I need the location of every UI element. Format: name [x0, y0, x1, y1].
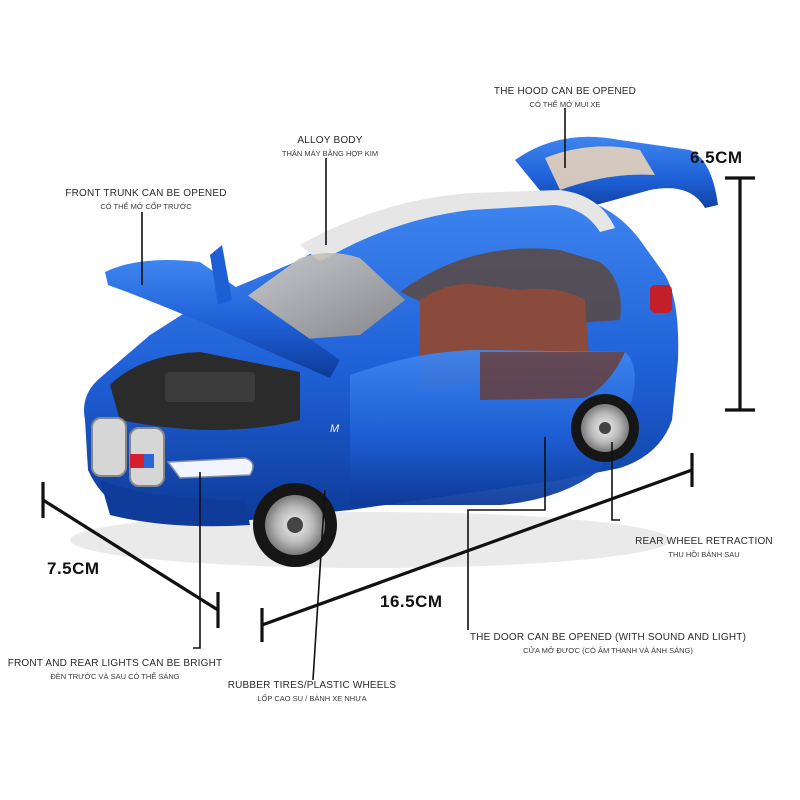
lights-callout-title: FRONT AND REAR LIGHTS CAN BE BRIGHT — [7, 658, 223, 669]
front-trunk-callout: FRONT TRUNK CAN BE OPENED CÓ THỂ MỞ CỐP … — [46, 188, 246, 211]
hood-callout-subtitle: CÓ THỂ MỞ MUI XE — [529, 99, 601, 109]
front-hood-open — [105, 259, 340, 378]
front-trunk-callout-title: FRONT TRUNK CAN BE OPENED — [65, 188, 227, 199]
rear-wheel — [571, 394, 639, 462]
front-wheel — [253, 483, 337, 567]
kidney-grille — [91, 417, 165, 487]
rear-wheel-callout-title: REAR WHEEL RETRACTION — [635, 536, 773, 547]
door-callout: THE DOOR CAN BE OPENED (WITH SOUND AND L… — [452, 632, 764, 655]
lights-callout-subtitle: ĐÈN TRƯỚC VÀ SAU CÓ THỂ SÁNG — [50, 671, 180, 681]
door-callout-title: THE DOOR CAN BE OPENED (WITH SOUND AND L… — [469, 632, 747, 643]
alloy-callout: ALLOY BODY THÂN MÁY BẰNG HỢP KIM — [250, 135, 410, 158]
front-bumper — [100, 480, 250, 527]
door-callout-subtitle: CỬA MỞ ĐƯỢC (CÓ ÂM THANH VÀ ÁNH SÁNG) — [523, 645, 693, 655]
callout-leaders — [141, 108, 620, 681]
width-dimension-label: 7.5CM — [47, 559, 100, 578]
tires-callout: RUBBER TIRES/PLASTIC WHEELS LỐP CAO SU /… — [222, 680, 402, 703]
hood-callout-title: THE HOOD CAN BE OPENED — [493, 86, 637, 97]
height-dimension-label: 6.5CM — [690, 148, 743, 167]
length-dimension-label: 16.5CM — [380, 592, 443, 611]
headlight — [166, 457, 254, 479]
alloy-callout-subtitle: THÂN MÁY BẰNG HỢP KIM — [281, 148, 379, 158]
tires-callout-title: RUBBER TIRES/PLASTIC WHEELS — [227, 680, 397, 691]
tires-callout-subtitle: LỐP CAO SU / BÁNH XE NHỰA — [257, 693, 367, 703]
svg-text:M: M — [330, 423, 340, 435]
lights-callout: FRONT AND REAR LIGHTS CAN BE BRIGHT ĐÈN … — [4, 658, 226, 681]
rear-wheel-callout-subtitle: THU HỒI BÁNH SAU — [668, 549, 740, 559]
front-trunk-callout-subtitle: CÓ THỂ MỞ CỐP TRƯỚC — [100, 201, 192, 211]
dimension-lines — [41, 176, 755, 642]
rear-wheel-callout: REAR WHEEL RETRACTION THU HỒI BÁNH SAU — [614, 536, 794, 559]
alloy-callout-title: ALLOY BODY — [297, 135, 363, 146]
taillight — [650, 285, 672, 313]
hood-callout: THE HOOD CAN BE OPENED CÓ THỂ MỞ MUI XE — [470, 86, 660, 109]
